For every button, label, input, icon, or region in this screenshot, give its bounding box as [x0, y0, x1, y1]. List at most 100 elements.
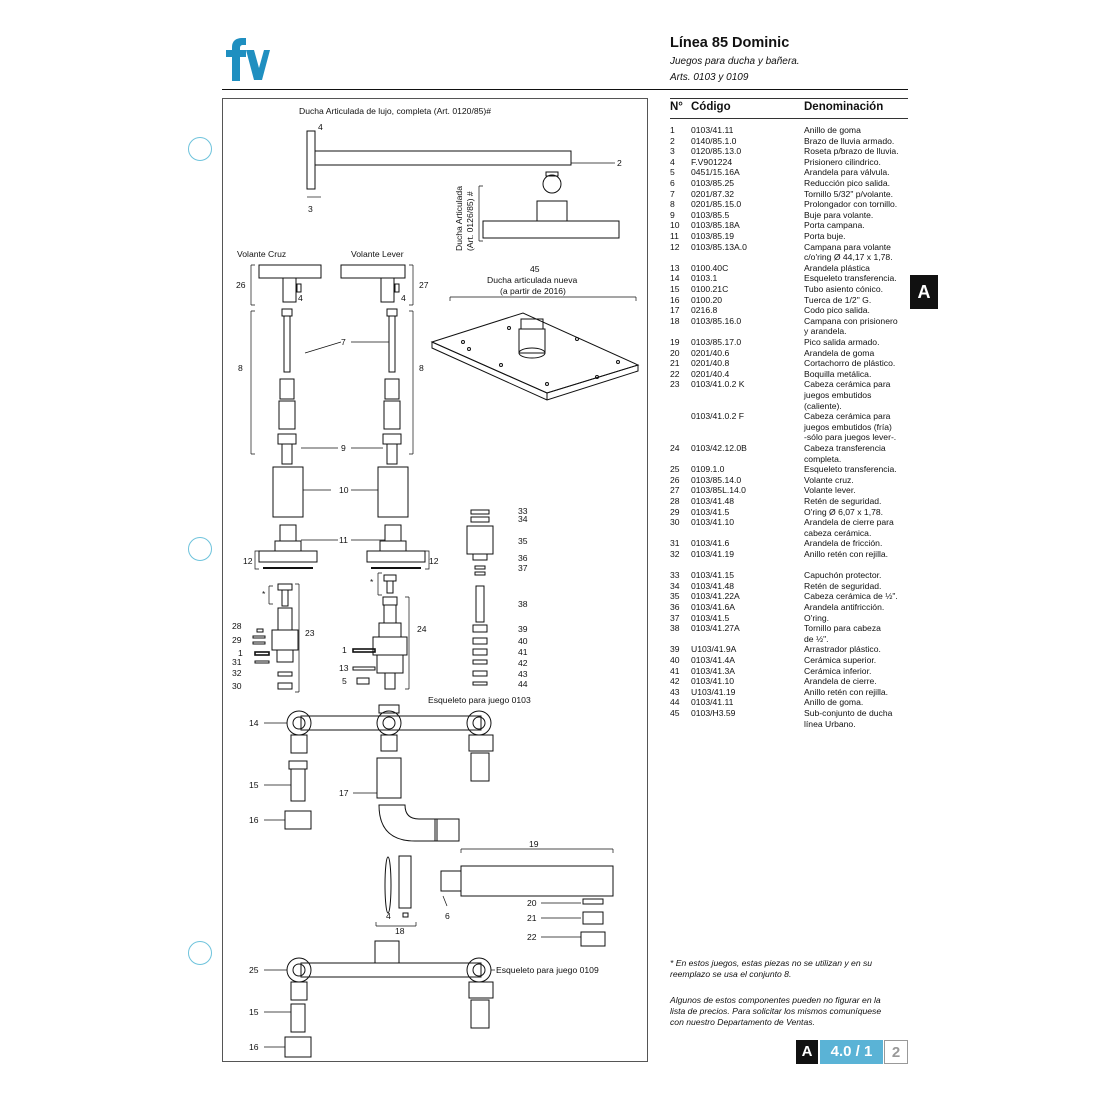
part-number: 31: [670, 538, 680, 549]
part-description: Tubo asiento cónico.: [804, 284, 883, 294]
part-description: Boquilla metálica.: [804, 368, 872, 379]
part-description: Pico salida armado.: [804, 337, 880, 347]
part-code: 0201/40.6: [691, 347, 730, 358]
page-number: 4.0 / 1: [820, 1040, 883, 1064]
part-code: 0103/41.10: [691, 676, 735, 687]
part-code: U103/41.9A: [691, 644, 737, 655]
svg-text:1: 1: [238, 648, 243, 658]
part-code: 0103/85.13A.0: [691, 241, 747, 252]
svg-text:20: 20: [527, 898, 537, 908]
part-3-rosette: [306, 130, 316, 190]
page-next: 2: [884, 1040, 908, 1064]
part-description: Retén de seguridad.: [804, 496, 882, 506]
diagram-title-top: Ducha Articulada de lujo, completa (Art.…: [299, 106, 491, 116]
part-code: 0140/85.1.0: [691, 135, 737, 146]
svg-text:44: 44: [518, 679, 528, 689]
part-6-reducer: [440, 870, 462, 892]
part-26-volante-cruz: [258, 264, 322, 279]
ball-joint: [542, 174, 562, 194]
svg-text:12: 12: [243, 556, 253, 566]
svg-text:38: 38: [518, 599, 528, 609]
svg-text:8: 8: [419, 363, 424, 373]
callout-3: 3: [308, 204, 313, 214]
part-number: 15: [670, 284, 680, 294]
callout-45: 45: [530, 264, 540, 274]
svg-text:30: 30: [232, 681, 242, 691]
part-17-elbow: [378, 804, 438, 842]
part-number: 7: [670, 188, 675, 199]
fv-logo: [222, 36, 270, 87]
svg-text:21: 21: [527, 913, 537, 923]
part-code: 0201/40.8: [691, 358, 730, 369]
part-code: 0103/41.5: [691, 506, 730, 517]
part-code: 0103/H3.59: [691, 708, 736, 718]
svg-text:34: 34: [518, 514, 528, 524]
svg-text:4: 4: [386, 911, 391, 921]
binder-hole-bottom: [188, 941, 212, 965]
page-subtitle: Juegos para ducha y bañera.: [670, 56, 800, 67]
part-number: 38: [670, 623, 680, 634]
svg-text:43: 43: [518, 669, 528, 679]
part-description: Anillo retén con rejilla.: [804, 686, 889, 697]
part-code: 0103/41.11: [691, 125, 734, 135]
part-number: 40: [670, 655, 680, 665]
part-10-bell-holder: [272, 466, 304, 518]
part-code: 0103/85.17.0: [691, 337, 742, 347]
exploded-diagram-panel: Ducha Articulada de lujo, completa (Art.…: [222, 98, 648, 1062]
part-description: Capuchón protector.: [804, 570, 882, 581]
part-number: 21: [670, 358, 680, 369]
part-code: 0103/41.10: [691, 517, 735, 528]
binder-hole-middle: [188, 537, 212, 561]
svg-text:14: 14: [249, 718, 259, 728]
svg-text:32: 32: [232, 668, 242, 678]
part-code: 0103/85.18A: [691, 220, 740, 231]
part-number: 17: [670, 305, 680, 316]
part-number: 39: [670, 644, 680, 655]
svg-text:42: 42: [518, 658, 528, 668]
svg-text:8: 8: [238, 363, 243, 373]
part-description: Brazo de lluvia armado.: [804, 135, 895, 146]
part-code: 0103/41.0.2 F: [691, 411, 745, 422]
part-code: 0103/41.48: [691, 580, 735, 591]
part-code: U103/41.19: [691, 686, 736, 697]
part-code: 0103/41.0.2 K: [691, 379, 745, 390]
note-components-2: lista de precios. Para solicitar los mis…: [670, 1006, 882, 1016]
svg-text:12: 12: [429, 556, 439, 566]
note-components-3: con nuestro Departamento de Ventas.: [670, 1017, 815, 1027]
exploded-diagram: Ducha Articulada de lujo, completa (Art.…: [232, 106, 640, 1058]
part-code: 0103.1: [691, 273, 718, 284]
part-description: Codo pico salida.: [804, 305, 870, 316]
svg-text:29: 29: [232, 635, 242, 645]
svg-text:36: 36: [518, 553, 528, 563]
part-description: Tornillo 5/32" p/volante.: [804, 188, 894, 199]
svg-text:31: 31: [232, 657, 242, 667]
part-number: 27: [670, 485, 680, 496]
part-description: Anillo de goma: [804, 125, 861, 135]
part-number: 37: [670, 612, 680, 623]
part-description: Prisionero cilindrico.: [804, 156, 881, 167]
part-description: Reducción pico salida.: [804, 178, 890, 188]
svg-text:7: 7: [341, 337, 346, 347]
part-14-skeleton-0103: [300, 715, 482, 731]
part-code: 0120/85.13.0: [691, 146, 742, 157]
part-number: 41: [670, 665, 680, 676]
page-articles: Arts. 0103 y 0109: [670, 72, 749, 83]
part-9-bushing: [277, 433, 297, 445]
part-27-volante-lever: [340, 264, 406, 279]
part-code: 0103/85.25: [691, 178, 735, 188]
part-description: Prolongador con tornillo.: [804, 199, 898, 210]
part-description: Volante lever.: [804, 485, 856, 496]
header-divider: [222, 89, 908, 90]
section-tab-a: A: [910, 275, 938, 309]
part-number: 22: [670, 368, 680, 379]
svg-text:26: 26: [236, 280, 246, 290]
page-section: A: [796, 1040, 818, 1064]
part-38-screw: [475, 585, 485, 623]
part-code: 0109.1.0: [691, 464, 725, 475]
part-description: Cerámica inferior.: [804, 665, 872, 676]
part-code: 0103/85.14.0: [691, 474, 742, 485]
svg-text:9: 9: [341, 443, 346, 453]
note-components-1: Algunos de estos componentes pueden no f…: [670, 995, 881, 1005]
nueva-label-1: Ducha articulada nueva: [487, 275, 578, 285]
